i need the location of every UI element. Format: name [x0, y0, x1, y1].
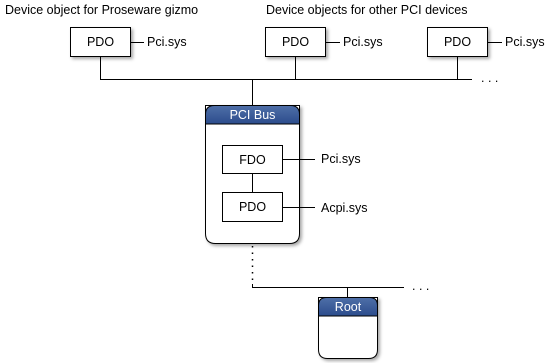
top-pdo-2-driver: Pci.sys [343, 35, 383, 49]
heading-proseware-gizmo: Device object for Proseware gizmo [5, 3, 198, 17]
top-pdo-3-label: PDO [444, 35, 471, 49]
pci-fdo-label: FDO [239, 153, 266, 167]
pci-pdo-box [222, 192, 283, 222]
root-header [318, 297, 378, 317]
fdo-driver: Pci.sys [321, 152, 361, 166]
top-pdo-2: PDO [265, 27, 326, 57]
top-pdo-3: PDO [427, 27, 488, 57]
top-pdo-3-driver: Pci.sys [505, 35, 545, 49]
top-pdo-1-driver: Pci.sys [147, 35, 187, 49]
bottom-bus-ellipsis: . . . [412, 279, 429, 293]
pdo-driver: Acpi.sys [321, 201, 368, 215]
pci-bus-node: PCI Bus FDO PDO [205, 105, 300, 244]
pci-pdo-label: PDO [239, 200, 266, 214]
root-node: Root [318, 297, 378, 359]
top-pdo-2-label: PDO [282, 35, 309, 49]
top-bus-ellipsis: . . . [481, 71, 498, 85]
pci-fdo-box [222, 145, 283, 174]
top-pdo-1: PDO [70, 27, 131, 57]
root-title: Root [335, 300, 362, 314]
pci-bus-title: PCI Bus [230, 108, 276, 122]
heading-other-pci-devices: Device objects for other PCI devices [266, 3, 467, 17]
top-pdo-1-label: PDO [87, 35, 114, 49]
pci-bus-header [205, 105, 300, 125]
